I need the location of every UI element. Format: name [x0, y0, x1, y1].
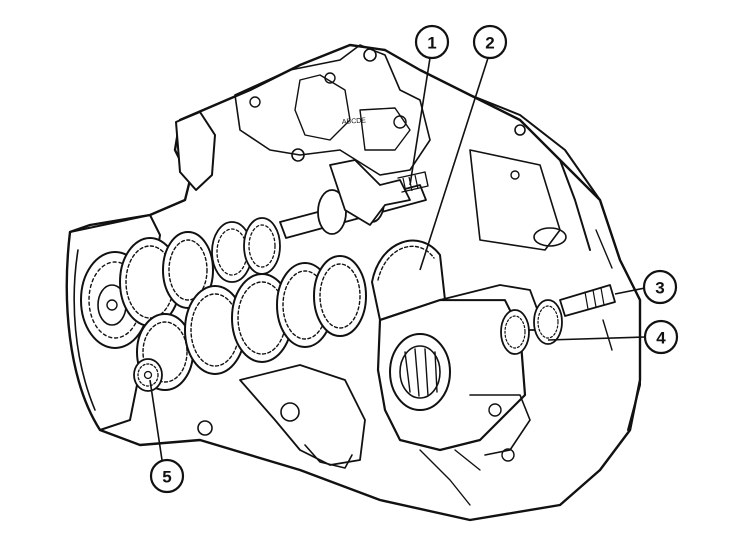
callout-3-label: 3 — [655, 279, 664, 298]
callout-3: 3 — [642, 269, 678, 305]
callout-5: 5 — [149, 458, 185, 494]
lower-case — [197, 364, 481, 506]
callout-1-label: 1 — [427, 34, 436, 53]
gear-left-3 — [162, 231, 214, 309]
callout-2: 2 — [472, 24, 508, 60]
leader-line-5 — [149, 379, 163, 461]
differential-housing — [376, 284, 616, 462]
gear-upper-small — [211, 217, 281, 283]
casing-stamp: ABCDE — [342, 117, 367, 126]
leader-line-4 — [547, 336, 646, 341]
leader-lines — [149, 57, 646, 461]
callout-4: 4 — [643, 319, 679, 355]
gear-cluster — [80, 217, 446, 392]
leader-line-1 — [409, 57, 431, 186]
layshaft-gears — [136, 255, 367, 391]
pinion-gear — [133, 358, 163, 392]
leader-line-3 — [614, 287, 646, 295]
callout-1: 1 — [414, 24, 450, 60]
callout-5-label: 5 — [162, 468, 171, 487]
leader-line-2 — [419, 57, 489, 271]
callout-2-label: 2 — [485, 34, 494, 53]
callout-4-label: 4 — [656, 329, 666, 348]
